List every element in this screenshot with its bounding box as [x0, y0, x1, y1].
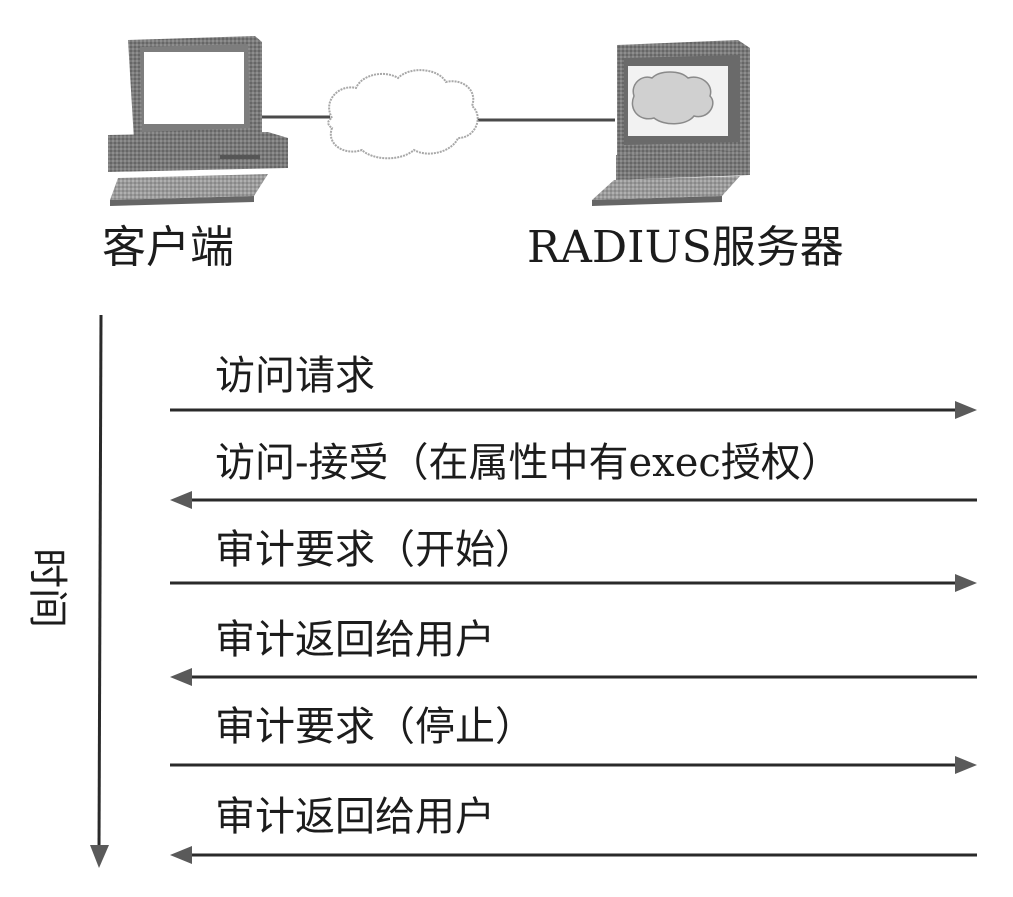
message-arrow-left — [170, 491, 977, 509]
message-arrow-right — [170, 574, 977, 592]
message-label: 审计要求（停止） — [215, 704, 535, 750]
message-arrow-right — [170, 401, 977, 419]
timeline-label: 时间 — [24, 548, 70, 628]
desktop-computer-icon — [108, 36, 288, 206]
message-label: 审计要求（开始） — [215, 527, 535, 573]
server-label: RADIUS服务器 — [527, 222, 844, 273]
message-arrow-right — [170, 756, 977, 774]
network-cloud-icon — [327, 69, 479, 160]
message-label: 访问请求 — [215, 353, 375, 399]
timeline-arrow — [90, 314, 109, 868]
arrowhead-icon — [955, 401, 977, 419]
arrowhead-icon — [170, 846, 192, 864]
message-label: 审计返回给用户 — [215, 794, 495, 840]
message-label: 访问-接受（在属性中有exec授权） — [215, 440, 841, 486]
message-arrow-left — [170, 846, 977, 864]
client-label: 客户端 — [102, 222, 234, 273]
arrowhead-icon — [170, 491, 192, 509]
arrowhead-icon — [955, 574, 977, 592]
arrowhead-icon — [170, 668, 192, 686]
arrowhead-icon — [955, 756, 977, 774]
message-arrow-left — [170, 668, 977, 686]
message-label: 审计返回给用户 — [215, 617, 495, 663]
server-computer-with-cloud-icon — [592, 40, 750, 206]
